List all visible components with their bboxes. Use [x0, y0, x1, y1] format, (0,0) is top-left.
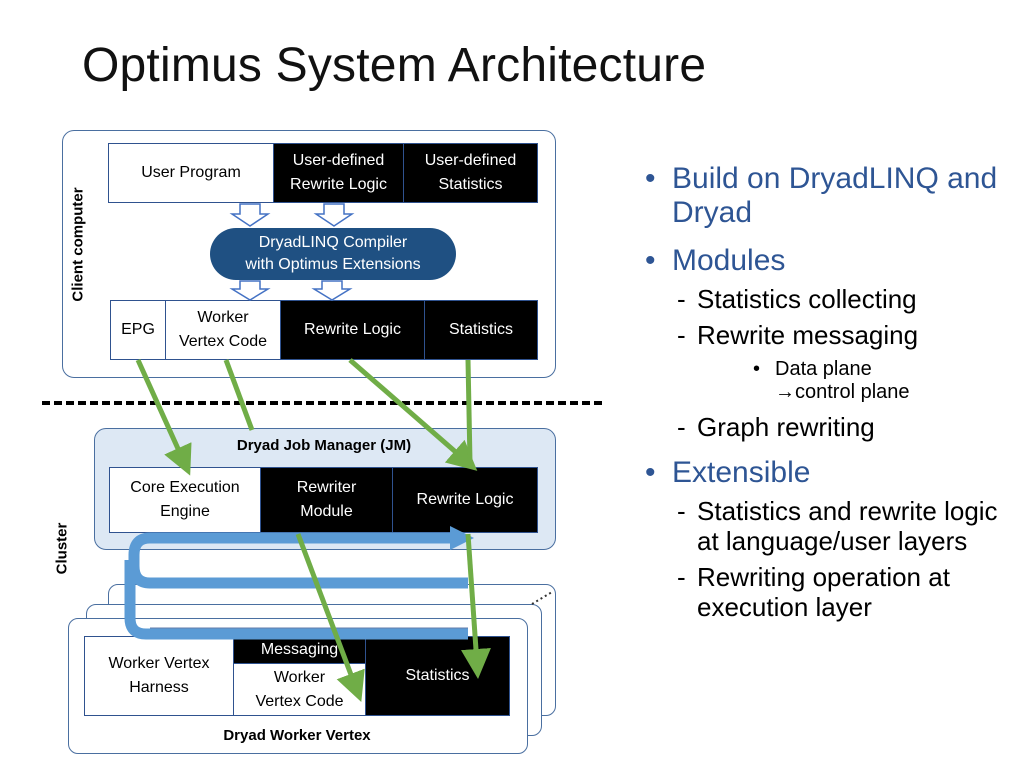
epg-box: EPG — [110, 300, 166, 360]
bullet-extensible: Extensible — [645, 456, 1015, 490]
core-execution-engine-text: Core Execution Engine — [130, 479, 240, 520]
messaging-box: Messaging — [233, 636, 366, 664]
user-defined-statistics-box: User-defined Statistics — [403, 143, 538, 203]
compiler-line-1: DryadLINQ Compiler — [258, 234, 408, 251]
worker-vertex-code-box: Worker Vertex Code — [233, 663, 366, 716]
client-worker-vertex-code-text: Worker Vertex Code — [178, 309, 268, 350]
job-manager-title: Dryad Job Manager (JM) — [236, 437, 412, 454]
user-defined-rewrite-logic-text: User-defined Rewrite Logic — [290, 152, 387, 193]
rewriter-module-box: Rewriter Module — [260, 467, 393, 533]
arrow-right-icon: → — [775, 381, 795, 403]
control-plane-text: control plane — [795, 381, 910, 403]
client-computer-label: Client computer — [69, 187, 87, 302]
slide-title: Optimus System Architecture — [82, 39, 707, 92]
sub-statistics-collecting: Statistics collecting — [645, 284, 1015, 314]
client-rewrite-logic-box: Rewrite Logic — [280, 300, 425, 360]
dryadlinq-compiler-pill: DryadLINQ Compiler with Optimus Extensio… — [210, 228, 456, 280]
client-worker-vertex-code-box: Worker Vertex Code — [165, 300, 281, 360]
jm-rewrite-logic-box: Rewrite Logic — [392, 467, 538, 533]
worker-statistics-box: Statistics — [365, 636, 510, 716]
sub-rewrite-messaging: Rewrite messaging — [645, 320, 1015, 350]
subsub-data-plane: Data plane →control plane — [645, 358, 1015, 404]
worker-vertex-harness-text: Worker Vertex Harness — [108, 655, 210, 696]
user-defined-statistics-text: User-defined Statistics — [424, 152, 517, 193]
bullet-build-on: Build on DryadLINQ and Dryad — [645, 162, 1015, 230]
sub-rewriting-operation: Rewriting operation at execution layer — [645, 562, 1015, 622]
rewriter-module-text: Rewriter Module — [296, 479, 357, 520]
client-statistics-box: Statistics — [424, 300, 538, 360]
sub-statistics-rewrite-logic: Statistics and rewrite logic at language… — [645, 496, 1015, 556]
worker-vertex-title: Dryad Worker Vertex — [223, 727, 371, 744]
data-plane-text: Data plane — [775, 358, 872, 380]
core-execution-engine-box: Core Execution Engine — [109, 467, 261, 533]
worker-vertex-code-text: Worker Vertex Code — [255, 668, 344, 710]
compiler-line-2: with Optimus Extensions — [245, 256, 421, 273]
sub-graph-rewriting: Graph rewriting — [645, 412, 1015, 442]
user-program-box: User Program — [108, 143, 274, 203]
cluster-label: Cluster — [53, 522, 71, 575]
bullet-modules: Modules — [645, 244, 1015, 278]
worker-vertex-harness-box: Worker Vertex Harness — [84, 636, 234, 716]
client-cluster-divider — [42, 401, 602, 405]
bullet-list: Build on DryadLINQ and Dryad Modules Sta… — [645, 162, 1015, 622]
user-defined-rewrite-logic-box: User-defined Rewrite Logic — [273, 143, 404, 203]
